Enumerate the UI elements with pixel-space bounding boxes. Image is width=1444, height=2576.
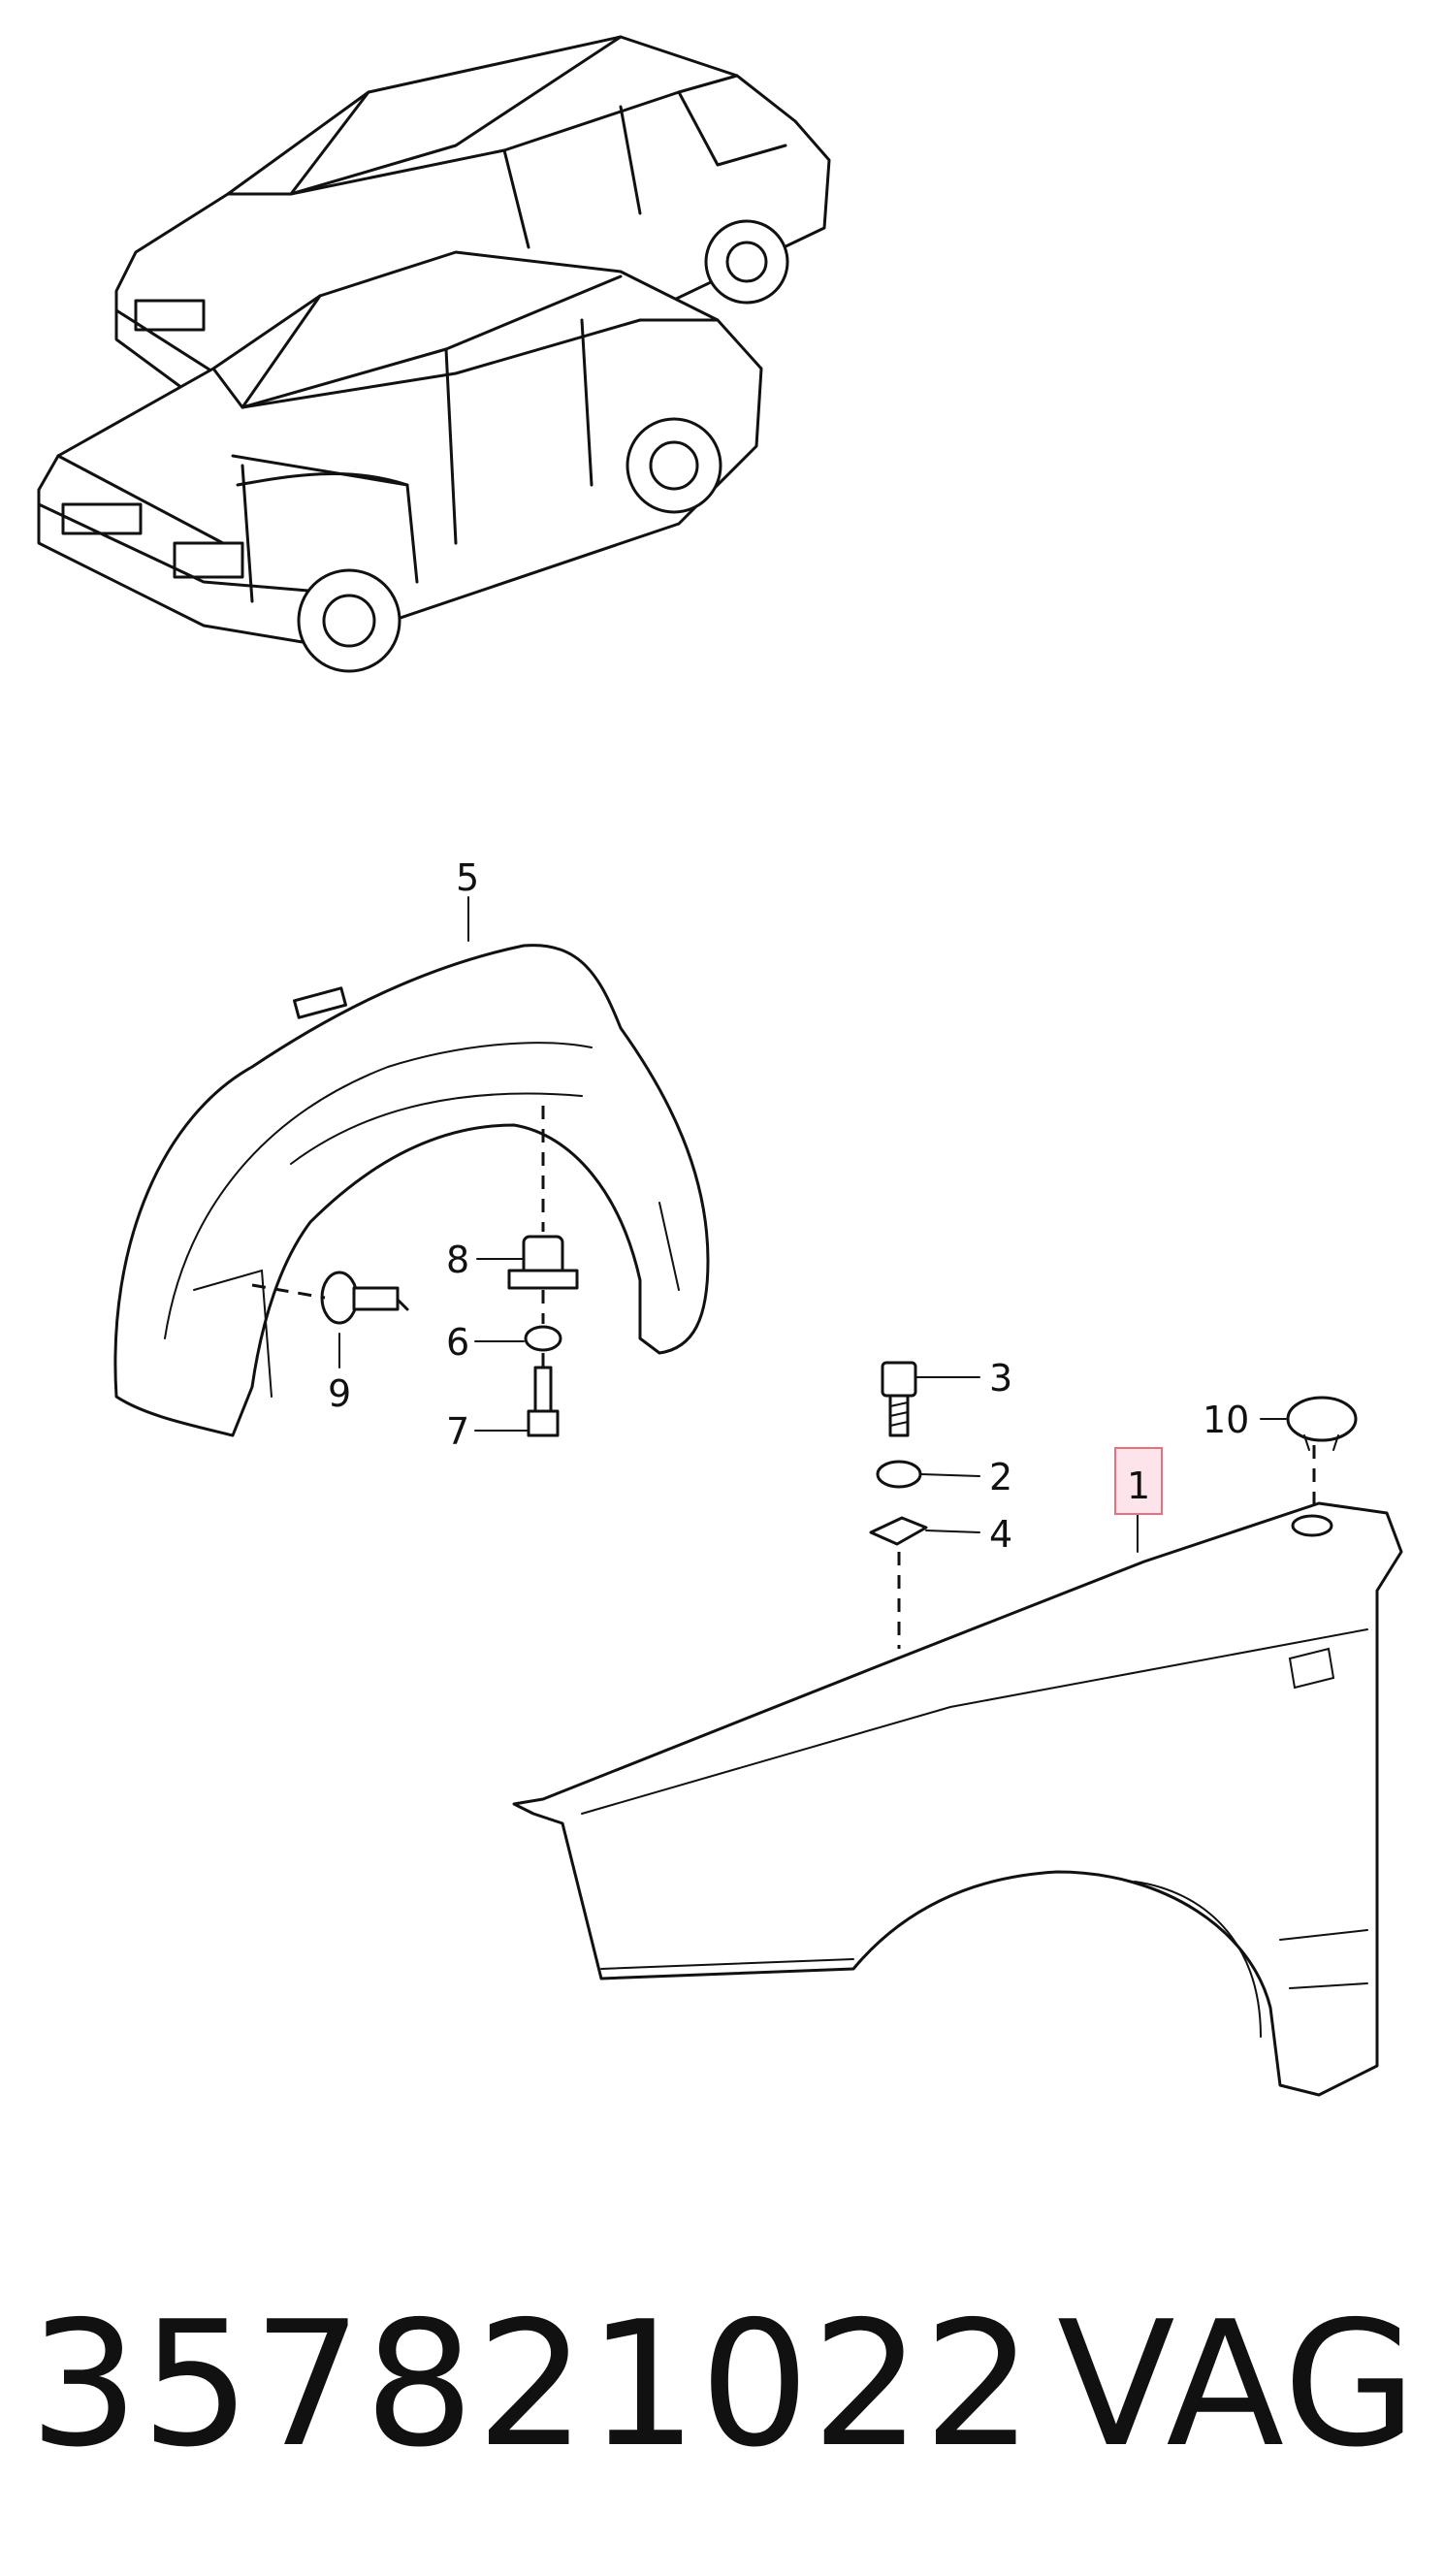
- callout-10[interactable]: 10: [1203, 1399, 1249, 1441]
- front-fender: [512, 1501, 1403, 2097]
- wheel-housing-liner: [113, 944, 710, 1437]
- callout-6[interactable]: 6: [446, 1321, 469, 1364]
- callout-9[interactable]: 9: [328, 1372, 351, 1415]
- callout-8[interactable]: 8: [446, 1239, 469, 1281]
- washer-part-2: [876, 1460, 922, 1489]
- plate-part-4: [869, 1516, 928, 1546]
- leader-lines: [338, 896, 1287, 1553]
- part-number: 357821022: [29, 2284, 1035, 2485]
- bolt-part-3: [881, 1361, 917, 1437]
- callout-5[interactable]: 5: [456, 856, 479, 899]
- callout-1-highlight: [1114, 1447, 1163, 1515]
- sedan-car-illustration: [37, 250, 763, 673]
- rivet-part-9: [320, 1271, 409, 1325]
- callout-7[interactable]: 7: [446, 1410, 469, 1453]
- callout-4[interactable]: 4: [989, 1513, 1012, 1556]
- callout-1[interactable]: 1: [1127, 1465, 1150, 1507]
- brand-name: VAG: [1057, 2284, 1419, 2485]
- cap-part-10: [1286, 1396, 1358, 1451]
- clip-part-8: [507, 1235, 579, 1290]
- screw-part-7: [527, 1366, 560, 1437]
- washer-part-6: [524, 1325, 562, 1352]
- callout-3[interactable]: 3: [989, 1357, 1012, 1400]
- assembly-lines: [251, 1106, 1316, 1649]
- callout-2[interactable]: 2: [989, 1456, 1012, 1498]
